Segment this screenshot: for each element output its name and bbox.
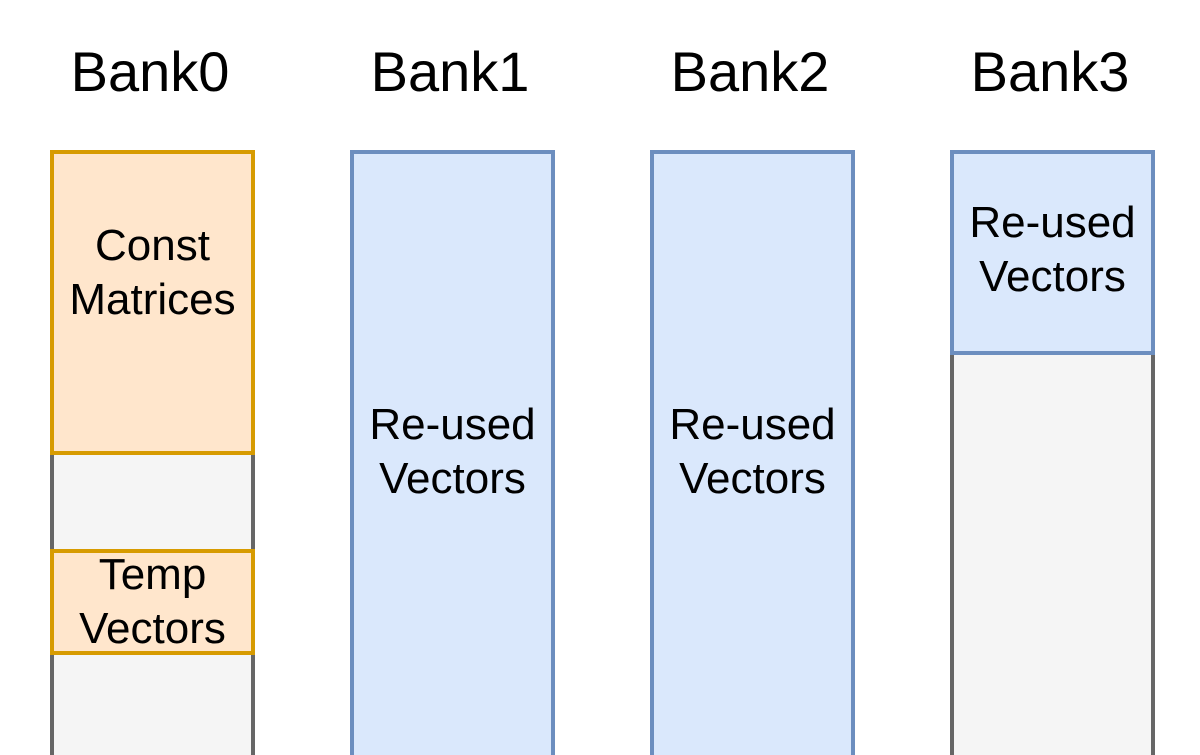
temp-vectors-label: Temp Vectors [79,550,226,653]
bank3-title: Bank3 [970,40,1130,103]
bank0-const-matrices-region: Const Matrices [50,150,255,455]
bank3-reused-vectors-region: Re-used Vectors [950,150,1155,355]
bank1-title: Bank1 [370,40,530,103]
bank1-reused-vectors-label: Re-used Vectors [369,399,536,503]
bank2-title: Bank2 [670,40,830,103]
const-matrices-label: Const Matrices [69,220,236,324]
bank0-title: Bank0 [70,40,230,103]
bank2-reused-vectors-region: Re-used Vectors [650,150,855,755]
bank1-reused-vectors-region: Re-used Vectors [350,150,555,755]
bank3-reused-vectors-label: Re-used Vectors [969,197,1136,301]
bank0-temp-vectors-region: Temp Vectors [50,549,255,655]
bank2-reused-vectors-label: Re-used Vectors [669,399,836,503]
